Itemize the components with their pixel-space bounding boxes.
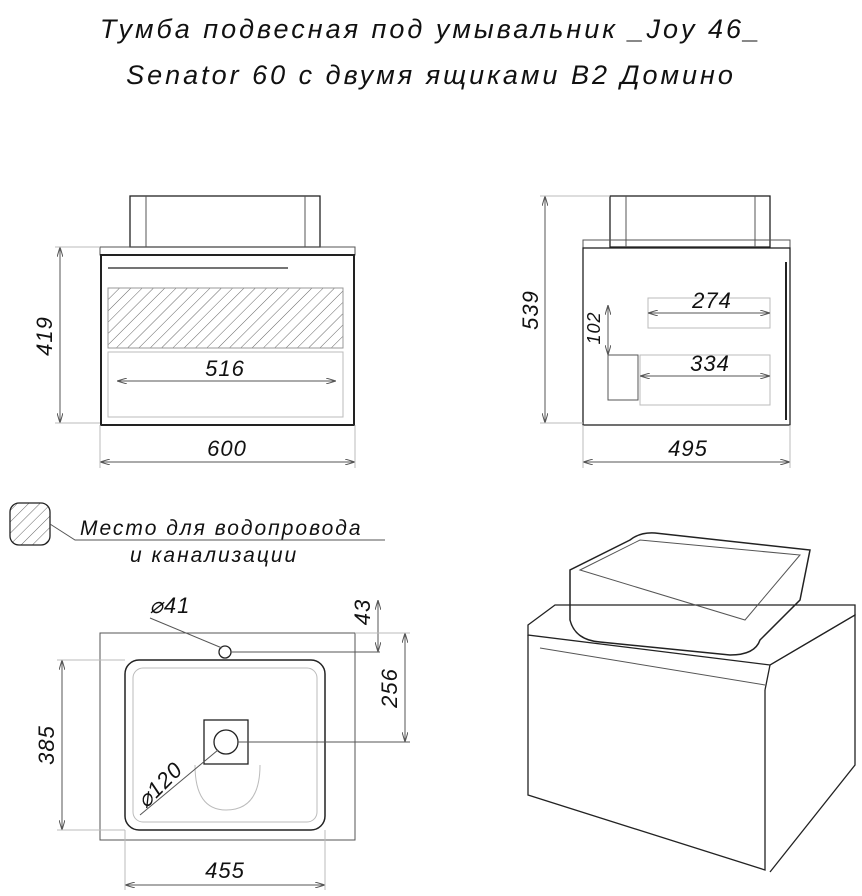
dim-drain-diameter: ⌀120 [132, 757, 188, 813]
dim-plan-depth: 385 [34, 725, 59, 765]
legend-line-1: Место для водопровода [80, 517, 363, 540]
dim-hole-offset: 43 [350, 599, 375, 625]
hatch-legend-swatch [9, 502, 51, 546]
dim-side-height: 539 [518, 290, 543, 330]
plan-view: ⌀41 43 256 385 ⌀120 455 [34, 593, 410, 890]
front-view: 419 600 516 [32, 195, 356, 468]
isometric-view [527, 532, 856, 873]
dim-drawer1-depth: 274 [691, 288, 732, 313]
dim-front-height: 419 [32, 316, 57, 356]
dim-hole-diameter: ⌀41 [150, 593, 191, 618]
legend-line-2: и канализации [130, 544, 298, 567]
dim-front-inner-width: 516 [205, 356, 245, 381]
dim-front-width: 600 [207, 436, 247, 461]
dim-drawer2-depth: 334 [690, 351, 730, 376]
dim-side-depth: 495 [668, 436, 708, 461]
title-line-2: Senator 60 с двумя ящиками B2 Домино [126, 60, 736, 90]
side-view: 539 495 274 334 102 [518, 195, 791, 468]
title-line-1: Тумба подвесная под умывальник _Joy 46_ [100, 14, 762, 44]
dim-side-offset: 102 [584, 311, 604, 344]
dim-plan-width: 455 [205, 858, 245, 883]
dim-drain-offset: 256 [377, 668, 402, 709]
legend: Место для водопровода и канализации [9, 502, 385, 567]
